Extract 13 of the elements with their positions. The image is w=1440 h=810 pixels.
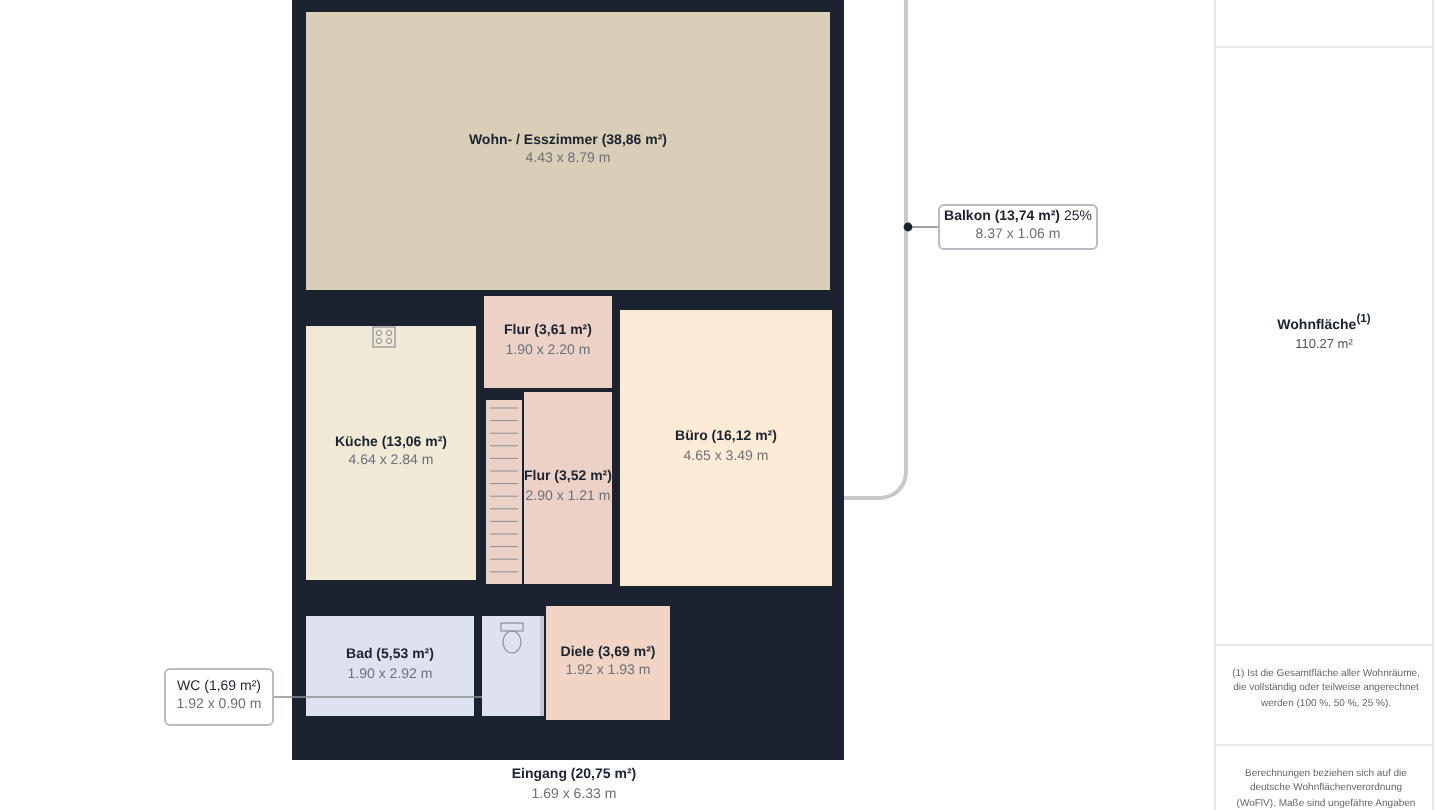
callout-box: [938, 204, 1098, 250]
callout-box: [164, 668, 274, 726]
leader-line: [903, 222, 939, 232]
room-area: [306, 616, 474, 716]
room-area: [524, 392, 612, 584]
room-area: [546, 606, 670, 720]
room-area: [484, 296, 612, 388]
room-area: [306, 326, 476, 580]
balcony-area: [844, 0, 908, 500]
leader-line: [273, 696, 483, 698]
room-area: [306, 12, 830, 290]
room-area: [620, 310, 832, 586]
room-area: [482, 616, 544, 716]
